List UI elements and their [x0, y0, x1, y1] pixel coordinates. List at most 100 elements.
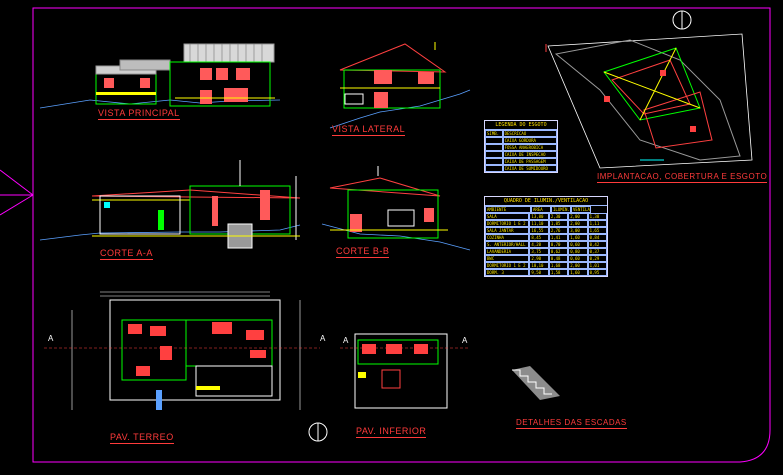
- ventilation-cell: 1,68: [548, 262, 569, 269]
- ventilation-cell: S. ANTERIOR/HALL: [485, 241, 530, 248]
- pav-terreo-plan: [44, 291, 328, 442]
- ventilation-cell: COZINHA: [485, 234, 530, 241]
- ventilation-cell: 3,75: [529, 248, 549, 255]
- ventilation-cell: 0,48: [548, 255, 569, 262]
- ventilation-cell: 0,29: [587, 255, 607, 262]
- label-corte-bb: CORTE B-B: [336, 246, 390, 258]
- sheet-frame: [0, 7, 771, 463]
- legend-esgoto-row: SIMB.DESCRICAO: [485, 130, 557, 137]
- legend-esgoto-cell: FOSSA ANAEROBICA: [502, 144, 557, 151]
- ventilation-cell: 0,60: [568, 241, 588, 248]
- ventilation-cell: 8,45: [529, 234, 549, 241]
- legend-esgoto-cell: [485, 144, 503, 151]
- label-vista-principal: VISTA PRINCIPAL: [98, 108, 180, 120]
- legend-esgoto-title: LEGENDA DO ESGOTO: [485, 121, 557, 130]
- ventilation-cell: 3,00: [568, 227, 588, 234]
- ventilation-cell: 0,84: [587, 234, 607, 241]
- ventilation-cell: 0,62: [548, 248, 569, 255]
- label-vista-lateral: VISTA LATERAL: [332, 124, 406, 136]
- vista-lateral-drawing: [329, 42, 471, 129]
- ventilation-cell: DORMITORIO 1 E 2: [485, 220, 530, 227]
- ventilation-cell: 0,95: [587, 269, 607, 276]
- ventilation-cell: 2,00: [568, 262, 588, 269]
- legend-esgoto-row: CAIXA DE SUMIDOURO: [485, 165, 557, 172]
- ventilation-cell: ILUMIN.: [551, 206, 571, 213]
- ventilation-cell: 2,00: [568, 220, 588, 227]
- ventilation-cell: 1,11: [587, 220, 607, 227]
- pav-inferior-plan: [340, 333, 470, 409]
- legend-esgoto-cell: DESCRICAO: [502, 130, 557, 137]
- label-detalhes-escadas: DETALHES DAS ESCADAS: [516, 418, 627, 429]
- legend-esgoto-row: CAIXA GORDURA: [485, 137, 557, 144]
- legend-esgoto-cell: CAIXA DE INSPECAO: [502, 151, 557, 158]
- corte-aa-drawing: [39, 160, 301, 249]
- ventilation-cell: 1,41: [548, 234, 569, 241]
- label-pav-inferior: PAV. INFERIOR: [356, 426, 427, 438]
- ventilation-cell: 16,55: [529, 227, 549, 234]
- ventilation-cell: 2,30: [548, 213, 569, 220]
- ventilation-cell: AMBIENTE: [485, 206, 531, 213]
- section-marker-a2-right: A: [462, 336, 468, 345]
- label-corte-aa: CORTE A-A: [100, 248, 153, 260]
- ventilation-cell: SALA: [485, 213, 530, 220]
- legend-esgoto-cell: [485, 151, 503, 158]
- ventilation-cell: 2,00: [568, 213, 588, 220]
- ventilation-cell: DORMITORIO 1 E 2: [485, 262, 530, 269]
- legend-esgoto-cell: CAIXA DE SUMIDOURO: [502, 165, 557, 172]
- ventilation-cell: 1,65: [587, 227, 607, 234]
- ventilation-cell: 10,10: [529, 262, 549, 269]
- legend-esgoto-cell: SIMB.: [485, 130, 503, 137]
- ventilation-cell: SALA JANTAR: [485, 227, 530, 234]
- legend-esgoto-cell: [485, 165, 503, 172]
- section-marker-a-left: A: [48, 334, 54, 343]
- vista-principal-drawing: [39, 43, 281, 109]
- ventilation-cell: 4,20: [529, 241, 549, 248]
- ventilation-cell: 1,58: [548, 269, 569, 276]
- legend-esgoto-cell: [485, 137, 503, 144]
- implantacao-drawing: [545, 10, 753, 169]
- ventilation-cell: 1,01: [587, 262, 607, 269]
- ventilation-cell: 2,90: [529, 255, 549, 262]
- ventilation-cell: 2,76: [548, 227, 569, 234]
- ventilation-cell: 13,80: [529, 213, 549, 220]
- corte-bb-drawing: [321, 166, 471, 251]
- section-marker-a-right: A: [320, 334, 326, 343]
- ventilation-cell: 1,60: [568, 234, 588, 241]
- ventilation-cell: 1,85: [548, 220, 569, 227]
- ventilation-cell: VENTILACAO: [571, 206, 591, 213]
- ventilation-cell: 0,42: [587, 241, 607, 248]
- legend-esgoto-cell: CAIXA GORDURA: [502, 137, 557, 144]
- label-implantacao: IMPLANTACAO, COBERTURA E ESGOTO: [597, 172, 768, 183]
- ventilation-cell: 1,60: [568, 269, 588, 276]
- legend-esgoto-cell: [485, 158, 503, 165]
- ventilation-cell: 9,50: [529, 269, 549, 276]
- ventilation-cell: BWC: [485, 255, 530, 262]
- ventilation-cell: 11,10: [529, 220, 549, 227]
- ventilation-cell: LAVANDERIA: [485, 248, 530, 255]
- ventilation-cell: 0,70: [548, 241, 569, 248]
- ventilation-table-title: QUADRO DE ILUMIN./VENTILACAO: [485, 197, 607, 206]
- ventilation-table-rows: AMBIENTEAREAILUMIN.VENTILACAOSALA13,802,…: [485, 206, 607, 276]
- legend-esgoto-cell: CAIXA DE PASSAGEM: [502, 158, 557, 165]
- section-marker-a2-left: A: [343, 336, 349, 345]
- ventilation-cell: 0,80: [568, 248, 588, 255]
- legend-esgoto-row: CAIXA DE INSPECAO: [485, 151, 557, 158]
- ventilation-cell: DORM. 3: [485, 269, 530, 276]
- ventilation-cell: 0,60: [568, 255, 588, 262]
- label-pav-terreo: PAV. TERREO: [110, 432, 174, 444]
- ventilation-cell: AREA: [531, 206, 551, 213]
